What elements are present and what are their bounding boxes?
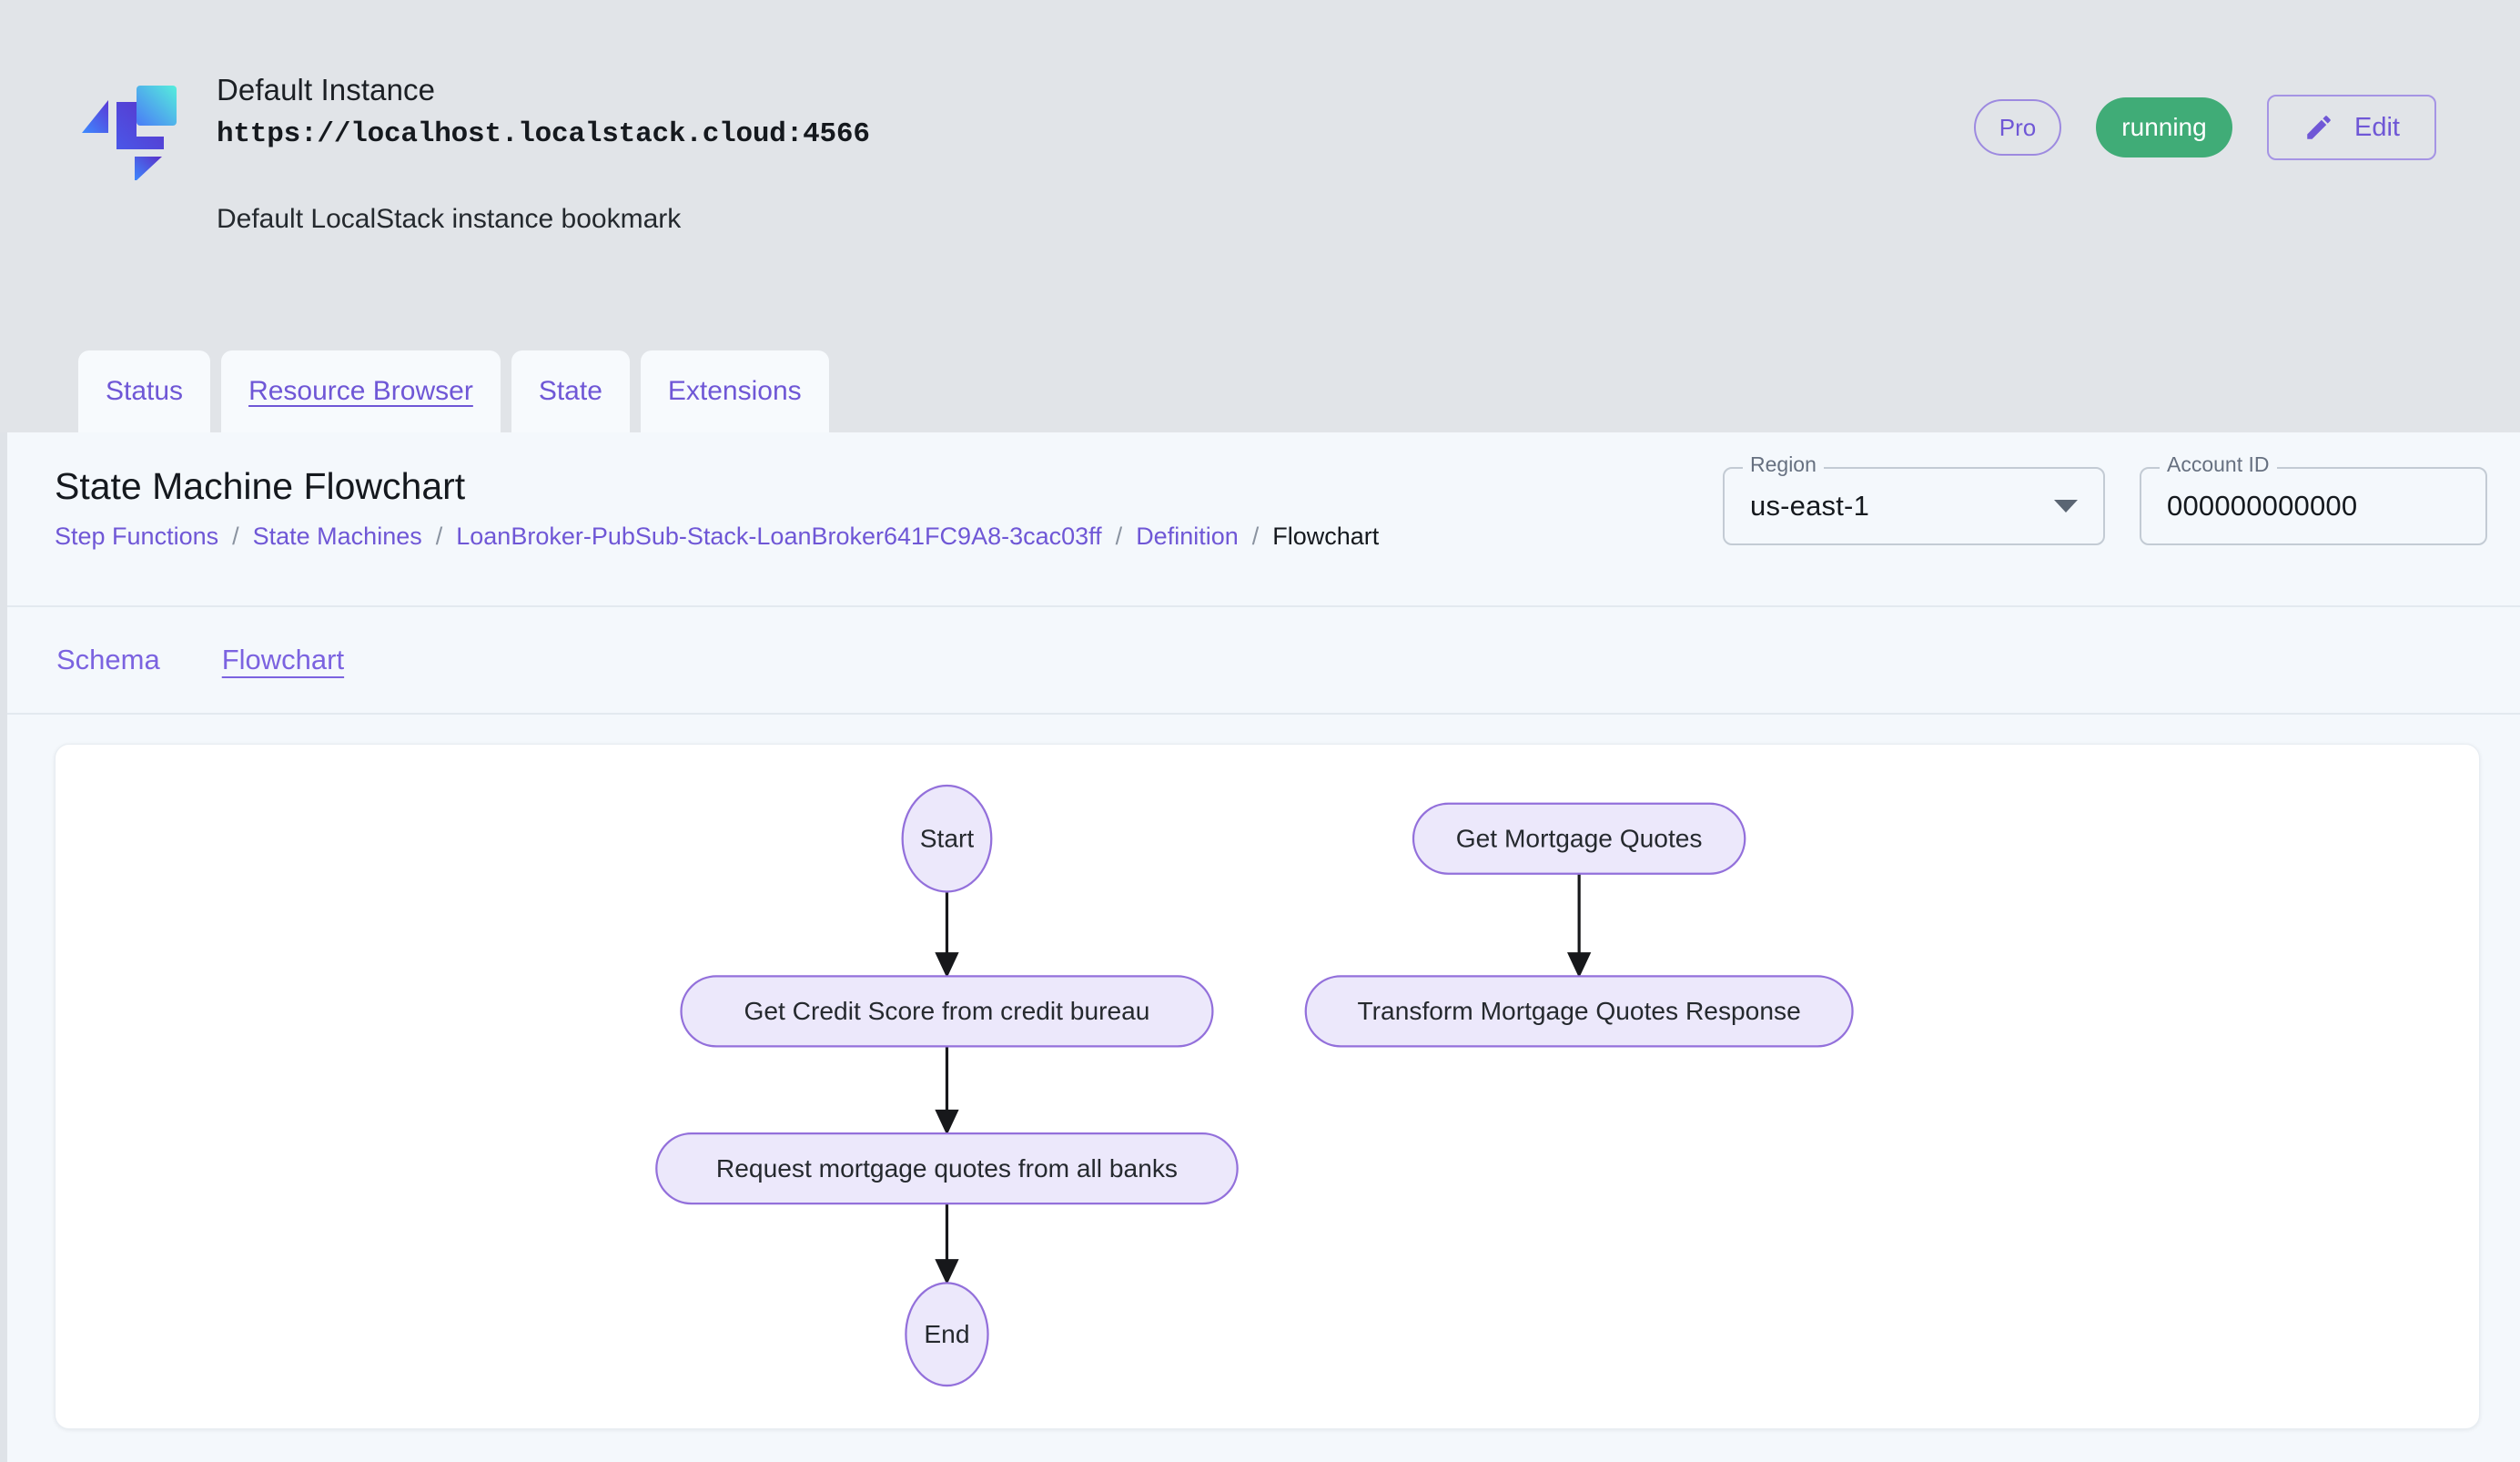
tab-state-label: State [538,376,602,406]
breadcrumb-separator: / [232,523,239,551]
node-get-mortgage-quotes[interactable]: Get Mortgage Quotes [1412,802,1746,875]
subtab-schema[interactable]: Schema [56,644,160,675]
flowchart-edges [935,873,1592,1285]
flowchart-card[interactable]: Start Get Credit Score from credit burea… [55,744,2480,1429]
edit-button[interactable]: Edit [2267,95,2436,160]
breadcrumb-item-step-functions[interactable]: Step Functions [55,523,219,551]
node-get-mortgage-quotes-label: Get Mortgage Quotes [1456,825,1703,853]
selectors: Region us-east-1 Account ID 000000000000 [1723,454,2487,545]
node-get-credit-score-label: Get Credit Score from credit bureau [744,997,1149,1025]
breadcrumb: Step Functions / State Machines / LoanBr… [55,523,2520,551]
main-tabs: Status Resource Browser State Extensions [0,345,2520,432]
tab-resource-browser-label: Resource Browser [248,376,473,406]
node-start[interactable]: Start [901,784,993,893]
flowchart-nodes: Start Get Credit Score from credit burea… [655,784,1854,1387]
instance-name: Default Instance [217,73,436,107]
chevron-down-icon [2054,500,2078,513]
node-end-label: End [924,1320,969,1348]
region-label: Region [1743,454,1824,475]
edge-arrowhead [935,1109,959,1136]
pro-badge[interactable]: Pro [1974,99,2061,156]
tab-extensions-label: Extensions [667,376,802,406]
edit-button-label: Edit [2354,112,2400,142]
breadcrumb-item-definition[interactable]: Definition [1136,523,1239,551]
breadcrumb-item-state-machine-name[interactable]: LoanBroker-PubSub-Stack-LoanBroker641FC9… [456,523,1102,551]
instance-url: https://localhost.localstack.cloud:4566 [217,118,870,151]
breadcrumb-separator: / [435,523,443,551]
tab-status-label: Status [106,376,184,406]
app-header: Default Instance https://localhost.local… [0,0,2520,432]
edge-arrowhead [1567,952,1592,979]
main-column: State Machine Flowchart Step Functions /… [7,432,2520,1462]
left-rail [0,432,7,1462]
breadcrumb-item-flowchart: Flowchart [1272,523,1380,551]
edge-arrowhead [935,952,959,979]
tab-status[interactable]: Status [78,350,211,432]
node-start-label: Start [920,825,975,853]
flowchart-canvas-area: Start Get Credit Score from credit burea… [7,715,2520,1462]
region-select[interactable]: Region us-east-1 [1723,454,2105,545]
localstack-logo-icon [80,80,207,180]
edge-arrowhead [935,1259,959,1285]
node-get-credit-score[interactable]: Get Credit Score from credit bureau [680,975,1214,1048]
tab-extensions[interactable]: Extensions [640,350,829,432]
header-top: Default Instance https://localhost.local… [0,0,2520,300]
breadcrumb-separator: / [1115,523,1123,551]
instance-description: Default LocalStack instance bookmark [217,204,682,235]
status-badge: running [2096,97,2232,157]
node-transform-quotes-label: Transform Mortgage Quotes Response [1358,997,1801,1025]
flowchart-diagram[interactable]: Start Get Credit Score from credit burea… [56,745,2479,1428]
breadcrumb-item-state-machines[interactable]: State Machines [252,523,422,551]
node-end[interactable]: End [905,1282,989,1387]
tab-resource-browser[interactable]: Resource Browser [221,350,501,432]
account-id-label: Account ID [2160,454,2277,475]
header-actions: Pro running Edit [1974,95,2436,160]
account-id-field[interactable]: Account ID 000000000000 [2140,454,2487,545]
node-request-quotes[interactable]: Request mortgage quotes from all banks [655,1132,1239,1205]
node-request-quotes-label: Request mortgage quotes from all banks [716,1154,1178,1183]
breadcrumb-separator: / [1251,523,1260,551]
region-value: us-east-1 [1750,490,1870,522]
pencil-icon [2303,112,2334,143]
node-transform-quotes[interactable]: Transform Mortgage Quotes Response [1304,975,1854,1048]
account-id-value: 000000000000 [2167,490,2358,522]
subtab-flowchart[interactable]: Flowchart [221,644,345,675]
main-area: State Machine Flowchart Step Functions /… [0,432,2520,1462]
tab-state[interactable]: State [511,350,630,432]
page-title: State Machine Flowchart [55,465,466,507]
page-header: State Machine Flowchart Step Functions /… [7,432,2520,607]
instance-meta: Default Instance https://localhost.local… [217,71,870,237]
sub-tabs: Schema Flowchart [7,607,2520,715]
